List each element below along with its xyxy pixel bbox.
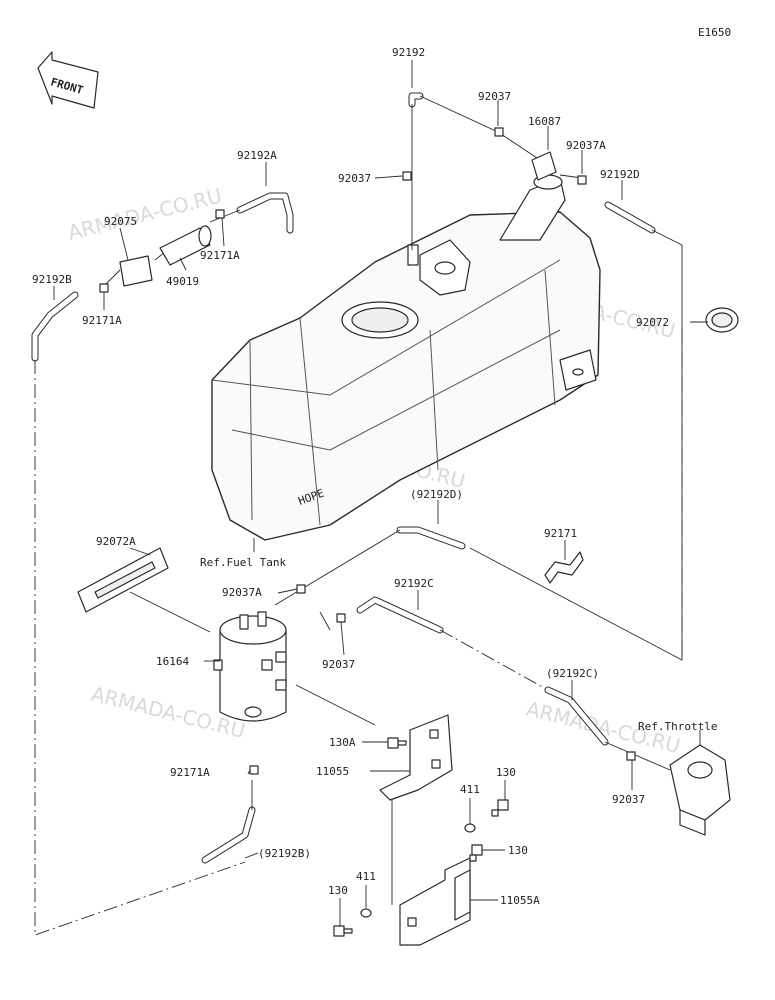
label-92075: 92075 — [104, 215, 137, 228]
clamp-92037-mid — [402, 171, 412, 181]
small-parts — [77, 127, 739, 946]
label-92072: 92072 — [636, 316, 669, 329]
filter-49019 — [159, 227, 211, 266]
label-92192C-paren: (92192C) — [546, 667, 599, 680]
clamp-92037-top — [494, 127, 504, 137]
washer-411-b — [360, 908, 372, 918]
label-92192A: 92192A — [237, 149, 277, 162]
bolt-130A — [387, 737, 407, 749]
label-92171A-right: 92171A — [200, 249, 240, 262]
fuel-tank: HOPE — [211, 174, 601, 541]
label-92192D-paren: (92192D) — [410, 488, 463, 501]
label-49019: 49019 — [166, 275, 199, 288]
clamp-92037A-top — [577, 175, 587, 185]
bolt-130-b — [469, 844, 483, 862]
label-130-c: 130 — [328, 884, 348, 897]
label-92192C: 92192C — [394, 577, 434, 590]
label-92171A-left: 92171A — [82, 314, 122, 327]
label-92037-lower: 92037 — [322, 658, 355, 671]
label-130A: 130A — [329, 736, 356, 749]
clip-92171 — [544, 551, 584, 584]
clamp-92171A-left — [99, 283, 109, 293]
label-92192B-paren: (92192B) — [258, 847, 311, 860]
label-ref-fuel-tank: Ref.Fuel Tank — [200, 556, 286, 569]
clamp-92037-lower — [336, 613, 346, 623]
fitting-16087 — [531, 151, 557, 181]
label-92192B: 92192B — [32, 273, 72, 286]
label-411-b: 411 — [356, 870, 376, 883]
diagram-code: E1650 — [698, 26, 731, 39]
label-92037-top: 92037 — [478, 90, 511, 103]
label-16164: 16164 — [156, 655, 189, 668]
hoses — [31, 92, 683, 936]
label-130-a: 130 — [496, 766, 516, 779]
label-92192: 92192 — [392, 46, 425, 59]
washer-411-a — [464, 823, 476, 833]
holder-92075 — [119, 255, 153, 287]
clamp-92037A-mid — [296, 584, 306, 594]
bracket-11055 — [379, 714, 453, 801]
leader-lines — [53, 60, 708, 926]
canister-16164 — [213, 611, 287, 722]
label-92037A-top: 92037A — [566, 139, 606, 152]
label-92072A: 92072A — [96, 535, 136, 548]
label-411-a: 411 — [460, 783, 480, 796]
bolt-130-c — [333, 925, 353, 937]
label-92192D: 92192D — [600, 168, 640, 181]
label-92037A-mid: 92037A — [222, 586, 262, 599]
clamp-92171A-right — [215, 209, 225, 219]
label-92171: 92171 — [544, 527, 577, 540]
bolt-130-a — [491, 799, 509, 817]
label-11055: 11055 — [316, 765, 349, 778]
label-11055A: 11055A — [500, 894, 540, 907]
throttle-body — [669, 744, 731, 836]
clamp-92171A-bottom — [249, 765, 259, 775]
bracket-11055A — [399, 857, 471, 946]
label-ref-throttle: Ref.Throttle — [638, 720, 717, 733]
front-arrow-icon: FRONT — [37, 51, 99, 109]
label-92171A-bottom: 92171A — [170, 766, 210, 779]
label-16087: 16087 — [528, 115, 561, 128]
label-92037-right: 92037 — [612, 793, 645, 806]
label-130-b: 130 — [508, 844, 528, 857]
part-labels: 92192 92037 16087 92037A 92192D 92037 92… — [32, 46, 717, 907]
label-92037-mid: 92037 — [338, 172, 371, 185]
clamp-92037-right — [626, 751, 636, 761]
